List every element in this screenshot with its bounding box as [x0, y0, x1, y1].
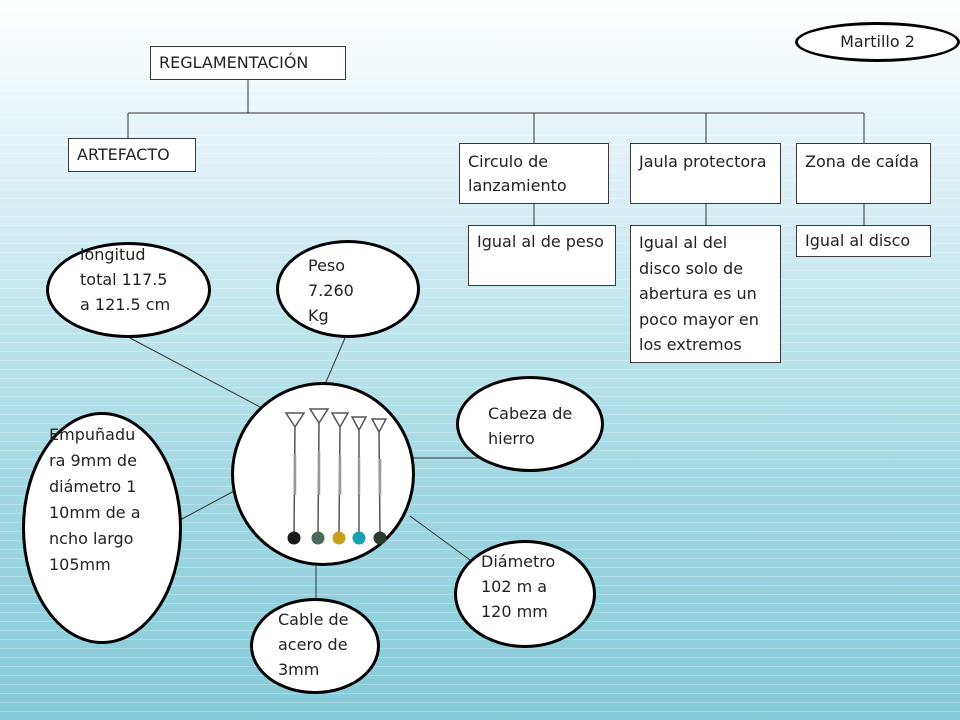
hammer-ball: [311, 531, 325, 545]
oval-peso: Peso 7.260 Kg: [276, 240, 420, 338]
hammer-ball: [352, 531, 366, 545]
hammer-ball: [287, 531, 301, 545]
detail-jaula: Igual al del disco solo de abertura es u…: [630, 225, 781, 363]
detail-circulo: Igual al de peso: [468, 225, 616, 286]
oval-diametro-text: Diámetro 102 m a 120 mm: [481, 552, 556, 621]
hammer-svg: [284, 408, 388, 545]
hammer-ball: [373, 531, 387, 545]
branch-circulo: Circulo de lanzamiento: [459, 143, 609, 204]
hammer-illustration: [231, 382, 415, 566]
oval-diametro: Diámetro 102 m a 120 mm: [454, 540, 596, 648]
grip-icon: [308, 408, 330, 425]
oval-cabeza-text: Cabeza de hierro: [488, 404, 573, 448]
title-badge: Martillo 2: [795, 22, 960, 62]
branch-jaula: Jaula protectora: [630, 143, 781, 204]
oval-cabeza: Cabeza de hierro: [456, 376, 604, 472]
branch-artefacto: ARTEFACTO: [68, 138, 196, 172]
oval-longitud: longitud total 117.5 a 121.5 cm: [46, 242, 211, 338]
oval-peso-text: Peso 7.260 Kg: [308, 256, 354, 325]
oval-cable: Cable de acero de 3mm: [250, 598, 380, 694]
oval-empunadura-text: Empuñadura 9mm de diámetro 110mm de anch…: [49, 425, 141, 574]
root-box: REGLAMENTACIÓN: [150, 46, 346, 80]
grip-icon: [284, 412, 306, 429]
detail-zona: Igual al disco: [796, 225, 931, 257]
oval-longitud-text: longitud total 117.5 a 121.5 cm: [80, 245, 171, 314]
grip-icon: [370, 418, 388, 434]
grip-icon: [350, 416, 368, 432]
oval-cable-text: Cable de acero de 3mm: [278, 610, 349, 679]
grip-icon: [330, 412, 350, 429]
hammer-ball: [332, 531, 346, 545]
oval-empunadura: Empuñadura 9mm de diámetro 110mm de anch…: [22, 412, 182, 644]
branch-zona: Zona de caída: [796, 143, 931, 204]
